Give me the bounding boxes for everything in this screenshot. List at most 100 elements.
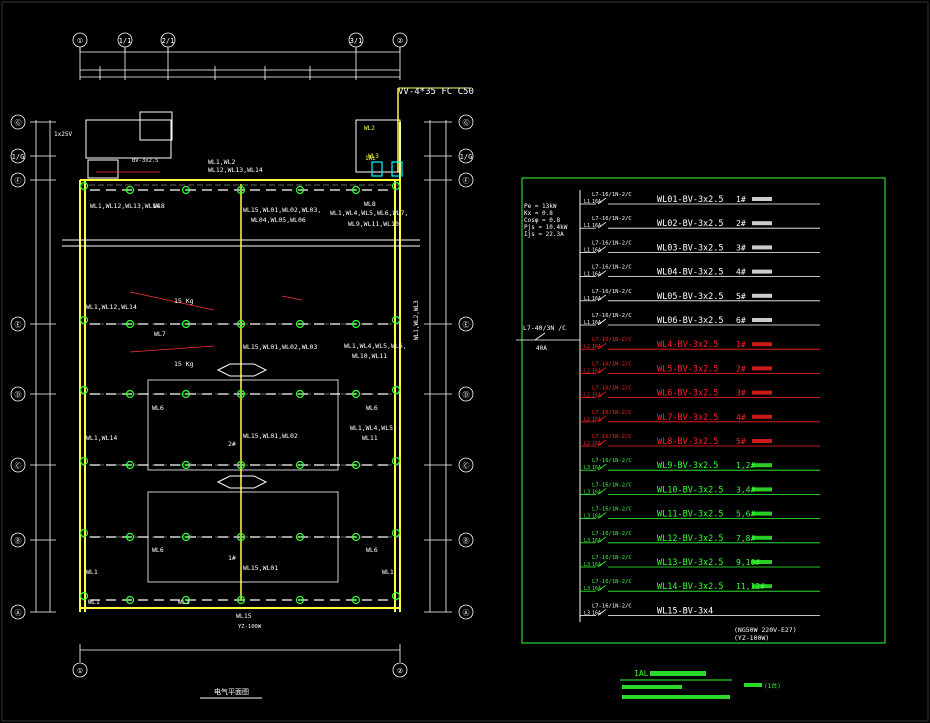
label-e-wl7: WL7 xyxy=(154,330,166,338)
wall-fixture xyxy=(391,528,401,538)
axis-bubble-row: 1/G xyxy=(10,148,26,164)
circuit-phase: L3 xyxy=(584,489,590,495)
circuit-phase: L2 xyxy=(584,368,590,374)
circuit-rating: 16A xyxy=(592,417,601,423)
circuit-rating: 16A xyxy=(592,368,601,374)
label-d-wl6: WL6 xyxy=(152,404,164,412)
circuit-phase: L3 xyxy=(584,562,590,568)
circuit-wl: WL13-BV-3x2.5 xyxy=(657,558,724,568)
axis-col-label: 1/1 xyxy=(119,37,132,45)
circuit-phase: L1 xyxy=(584,199,590,205)
circuit-desc xyxy=(752,366,772,371)
circuit-wl: WL10-BV-3x2.5 xyxy=(657,485,724,495)
light-fixture xyxy=(125,460,135,470)
circuit-breaker: L7-16/1N-2/C xyxy=(592,216,632,222)
wall-fixture xyxy=(79,528,89,538)
circuit-num: 1# xyxy=(736,340,746,349)
label-e-mid: WL15,WL01,WL02,WL03 xyxy=(243,343,317,351)
room-2: 2# xyxy=(228,440,236,448)
label-a-wl1: WL1 xyxy=(86,568,98,576)
circuit-breaker: L7-16/1N-2/C xyxy=(592,434,632,440)
light-fixture xyxy=(351,389,361,399)
circuit-num: 3# xyxy=(736,389,746,398)
load-param: Kx = 0.8 xyxy=(524,210,553,217)
label-e-right: WL1,WL4,WL5,WL6, xyxy=(344,342,407,350)
axis-row-label: Ⓔ xyxy=(463,321,470,329)
axis-row-label: Ⓓ xyxy=(15,391,22,399)
circuit-rating: 16A xyxy=(592,344,601,350)
light-fixture xyxy=(181,185,191,195)
label-c-left: WL1,WL14 xyxy=(86,434,117,442)
circuit-breaker: L7-16/1N-2/C xyxy=(592,579,632,585)
axis-bubble-row: Ⓒ xyxy=(10,457,26,473)
light-fixture xyxy=(125,595,135,605)
axis-col-label-bottom: ② xyxy=(397,667,403,675)
circuit-wl: WL04-BV-3x2.5 xyxy=(657,268,724,278)
axis-col-label: ② xyxy=(397,37,403,45)
footer-1: (NG50W 220V-E27) xyxy=(734,626,797,634)
light-fixture xyxy=(125,319,135,329)
axis-bubble-row: Ⓒ xyxy=(458,457,474,473)
circuit-wl: WL5-BV-3x2.5 xyxy=(657,364,718,374)
label-f-mid: WL15,WL01,WL02,WL03, xyxy=(243,206,321,214)
axis-bubble-col: 2/1 xyxy=(160,32,176,52)
axis-bubble-row: Ⓑ xyxy=(10,532,26,548)
axis-bubble-col-bottom: ① xyxy=(72,662,88,678)
circuit-breaker: L7-16/1N-2/C xyxy=(592,531,632,537)
label-wl3: WL3 xyxy=(368,153,379,160)
axis-bubble-row: 1/G xyxy=(458,148,474,164)
light-fixture xyxy=(295,532,305,542)
circuit-rating: 16A xyxy=(592,441,601,447)
light-fixture xyxy=(125,185,135,195)
wall-fixture xyxy=(391,315,401,325)
light-fixture xyxy=(295,460,305,470)
label-f-top: WL1,WL2 xyxy=(208,158,235,166)
axis-bubble-row: Ⓑ xyxy=(458,532,474,548)
circuit-num: 2# xyxy=(736,219,746,228)
label-a-wl1d: WL1 xyxy=(178,598,190,606)
label-d-wl6b: WL6 xyxy=(366,404,378,412)
circuit-desc xyxy=(752,318,772,322)
circuit-phase: L1 xyxy=(584,247,590,253)
light-fixture xyxy=(295,185,305,195)
light-fixture xyxy=(351,185,361,195)
light-fixture xyxy=(295,389,305,399)
circuit-phase: L3 xyxy=(584,514,590,520)
circuit-rating: 16A xyxy=(592,489,601,495)
label-a-wl1b: WL1 xyxy=(382,568,394,576)
circuit-num: 5,6# xyxy=(736,510,755,519)
axis-row-label: Ⓔ xyxy=(15,321,22,329)
main-rating: 40A xyxy=(536,345,547,352)
circuit-phase: L1 xyxy=(584,320,590,326)
axis-col-label: ① xyxy=(77,37,83,45)
circuit-num: 3,4# xyxy=(736,485,755,494)
circuit-wl: WL12-BV-3x2.5 xyxy=(657,534,724,544)
wall-fixture xyxy=(79,315,89,325)
label-wl2: WL2 xyxy=(364,125,375,132)
light-fixture xyxy=(295,595,305,605)
label-bv: BV-3x2.5 xyxy=(132,158,159,164)
wall-fixture xyxy=(391,385,401,395)
circuit-num: 7,8# xyxy=(736,534,755,543)
circuit-breaker: L7-16/1N-2/C xyxy=(592,265,632,271)
circuit-phase: L3 xyxy=(584,465,590,471)
circuit-breaker: L7-16/1N-2/C xyxy=(592,603,632,609)
circuit-desc xyxy=(752,197,772,201)
axis-col-label: 3/1 xyxy=(350,37,363,45)
panel-tag: 1AL xyxy=(365,155,376,162)
axis-bubble-row: Ⓐ xyxy=(458,604,474,620)
circuit-rating: 16A xyxy=(592,320,601,326)
light-fixture xyxy=(181,460,191,470)
circuit-num: 6# xyxy=(736,316,746,325)
label-e-right2: WL10,WL11 xyxy=(352,352,387,360)
lamp-note2: 15 Kg xyxy=(174,360,194,368)
circuit-rating: 16A xyxy=(592,296,601,302)
